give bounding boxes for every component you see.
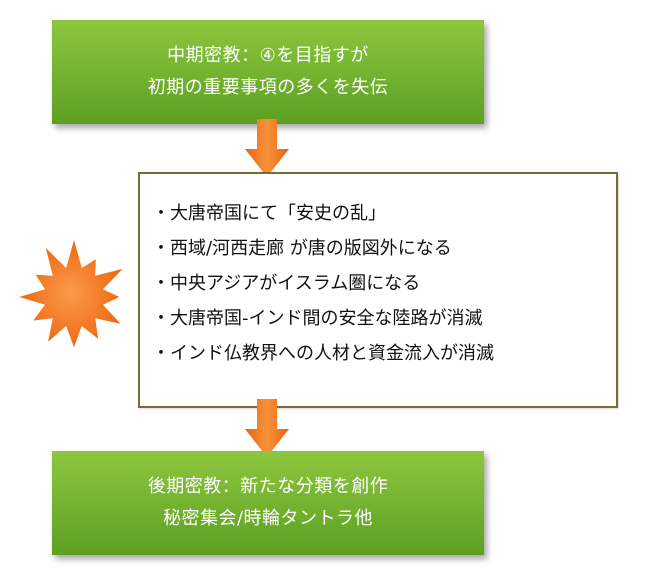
event-item: インド仏教界への人材と資金流入が消滅 (152, 336, 616, 371)
event-item: 中央アジアがイスラム圏になる (152, 266, 616, 301)
middle-esoteric-box: 中期密教：④を目指すが 初期の重要事項の多くを失伝 (52, 20, 484, 124)
middle-esoteric-line2: 初期の重要事項の多くを失伝 (147, 77, 389, 98)
down-arrow-icon (245, 399, 289, 457)
event-item: 大唐帝国-インド間の安全な陸路が消滅 (152, 301, 616, 336)
late-esoteric-line1: 後期密教：新たな分類を創作 (147, 476, 389, 497)
historical-events-list: 大唐帝国にて「安史の乱」 西域/河西走廊 が唐の版図外になる 中央アジアがイスラ… (140, 174, 616, 371)
historical-events-box: 大唐帝国にて「安史の乱」 西域/河西走廊 が唐の版図外になる 中央アジアがイスラ… (138, 172, 618, 408)
late-esoteric-box: 後期密教：新たな分類を創作 秘密集会/時輪タントラ他 (52, 451, 484, 555)
explosion-burst-icon (19, 240, 123, 348)
late-esoteric-line2: 秘密集会/時輪タントラ他 (162, 508, 374, 529)
event-item: 大唐帝国にて「安史の乱」 (152, 196, 616, 231)
middle-esoteric-line1: 中期密教：④を目指すが (167, 45, 369, 66)
down-arrow-icon (245, 119, 289, 177)
event-item: 西域/河西走廊 が唐の版図外になる (152, 231, 616, 266)
